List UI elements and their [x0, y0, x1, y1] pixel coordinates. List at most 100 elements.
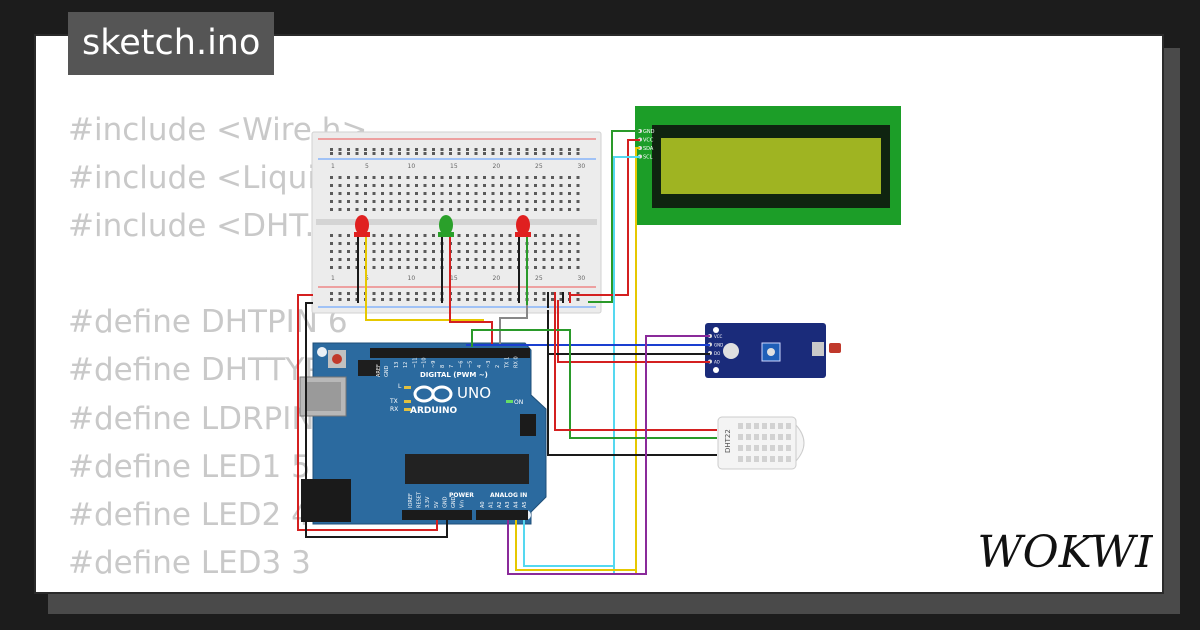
breadboard-hole [483, 200, 486, 203]
breadboard-hole [508, 266, 512, 269]
breadboard-hole [534, 176, 537, 179]
breadboard-hole [372, 234, 376, 237]
breadboard-hole [466, 258, 469, 261]
breadboard-hole [364, 176, 367, 179]
breadboard-hole [474, 200, 478, 203]
breadboard-hole [534, 184, 537, 187]
breadboard-hole [474, 176, 478, 179]
breadboard-hole [491, 200, 495, 203]
dht-vent-grid [738, 423, 791, 462]
breadboard-hole [568, 208, 571, 211]
digital-pin-label: ~5 [468, 361, 474, 368]
breadboard-hole [559, 176, 563, 179]
breadboard-hole [551, 292, 554, 295]
breadboard-hole [500, 208, 503, 211]
digital-pin-label: 2 [495, 365, 501, 368]
breadboard-hole [330, 148, 333, 151]
lcd-pin-label: SCL [643, 155, 653, 161]
breadboard-hole [466, 250, 469, 253]
breadboard-hole [474, 258, 478, 261]
breadboard-hole [440, 184, 444, 187]
breadboard-hole [551, 184, 554, 187]
breadboard-hole [500, 184, 503, 187]
breadboard-hole [406, 192, 410, 195]
analog-pin-label: A1 [488, 501, 494, 508]
breadboard-hole [559, 250, 563, 253]
dht-vent [738, 445, 743, 451]
breadboard-hole [330, 242, 333, 245]
breadboard-hole [432, 176, 435, 179]
dht-vent [762, 434, 767, 440]
breadboard-hole [466, 148, 469, 151]
breadboard-hole [457, 242, 461, 245]
breadboard-hole [406, 250, 410, 253]
breadboard-hole [372, 292, 376, 295]
breadboard-hole [491, 208, 495, 211]
breadboard-hole [398, 242, 401, 245]
breadboard-hole [542, 292, 546, 295]
breadboard-hole [568, 176, 571, 179]
breadboard-hole [372, 200, 376, 203]
dht-vent [778, 434, 783, 440]
power-pin-label: 5V [434, 501, 440, 508]
dht-vent [770, 456, 775, 462]
dht-vent [746, 445, 751, 451]
breadboard-hole [466, 242, 469, 245]
breadboard-hole [483, 208, 486, 211]
breadboard-hole [338, 258, 342, 261]
breadboard-hole [559, 234, 563, 237]
breadboard-hole [534, 148, 537, 151]
breadboard-hole [398, 234, 401, 237]
breadboard-hole [381, 176, 384, 179]
breadboard-hole [500, 258, 503, 261]
breadboard-hole [508, 192, 512, 195]
photoresistor [829, 343, 841, 353]
breadboard-hole [330, 250, 333, 253]
digital-pin-label: ~6 [458, 361, 464, 368]
breadboard-hole [389, 250, 393, 253]
breadboard-hole [372, 258, 376, 261]
breadboard-hole [500, 292, 503, 295]
digital-gnd-label: GND [384, 365, 390, 377]
breadboard-hole [576, 292, 580, 295]
breadboard-hole [423, 184, 427, 187]
breadboard-hole [355, 184, 359, 187]
breadboard-hole [551, 266, 554, 269]
breadboard-hole [474, 266, 478, 269]
breadboard-hole [534, 292, 537, 295]
dht-vent [754, 434, 759, 440]
digital-pin-label: ~9 [431, 361, 437, 368]
breadboard-column-number: 1 [331, 275, 335, 282]
breadboard-hole [389, 148, 393, 151]
breadboard-hole [551, 250, 554, 253]
breadboard-hole [381, 298, 384, 301]
breadboard-hole [347, 208, 350, 211]
breadboard-hole [508, 176, 512, 179]
breadboard-hole [474, 250, 478, 253]
breadboard-hole [466, 152, 469, 155]
dht-vent [786, 456, 791, 462]
dht-vent [770, 434, 775, 440]
power-header-label: POWER [449, 492, 474, 499]
breadboard-hole [338, 208, 342, 211]
breadboard-hole [491, 234, 495, 237]
file-name-tag: sketch.ino [68, 12, 275, 75]
breadboard-hole [415, 200, 418, 203]
breadboard-hole [415, 148, 418, 151]
breadboard-hole [338, 152, 342, 155]
ldr-pin-label: GND [714, 343, 723, 348]
dht22-sensor: DHT22 [717, 416, 805, 470]
analog-header-label: ANALOG IN [490, 492, 527, 499]
breadboard-hole [466, 292, 469, 295]
breadboard-hole [474, 184, 478, 187]
l-led-label: L [398, 383, 402, 390]
breadboard-hole [372, 148, 376, 151]
breadboard-hole [483, 176, 486, 179]
breadboard-hole [551, 234, 554, 237]
led-2 [438, 215, 454, 237]
digital-pin-label: 7 [449, 365, 455, 368]
breadboard-hole [500, 200, 503, 203]
atmega-chip [405, 454, 529, 484]
